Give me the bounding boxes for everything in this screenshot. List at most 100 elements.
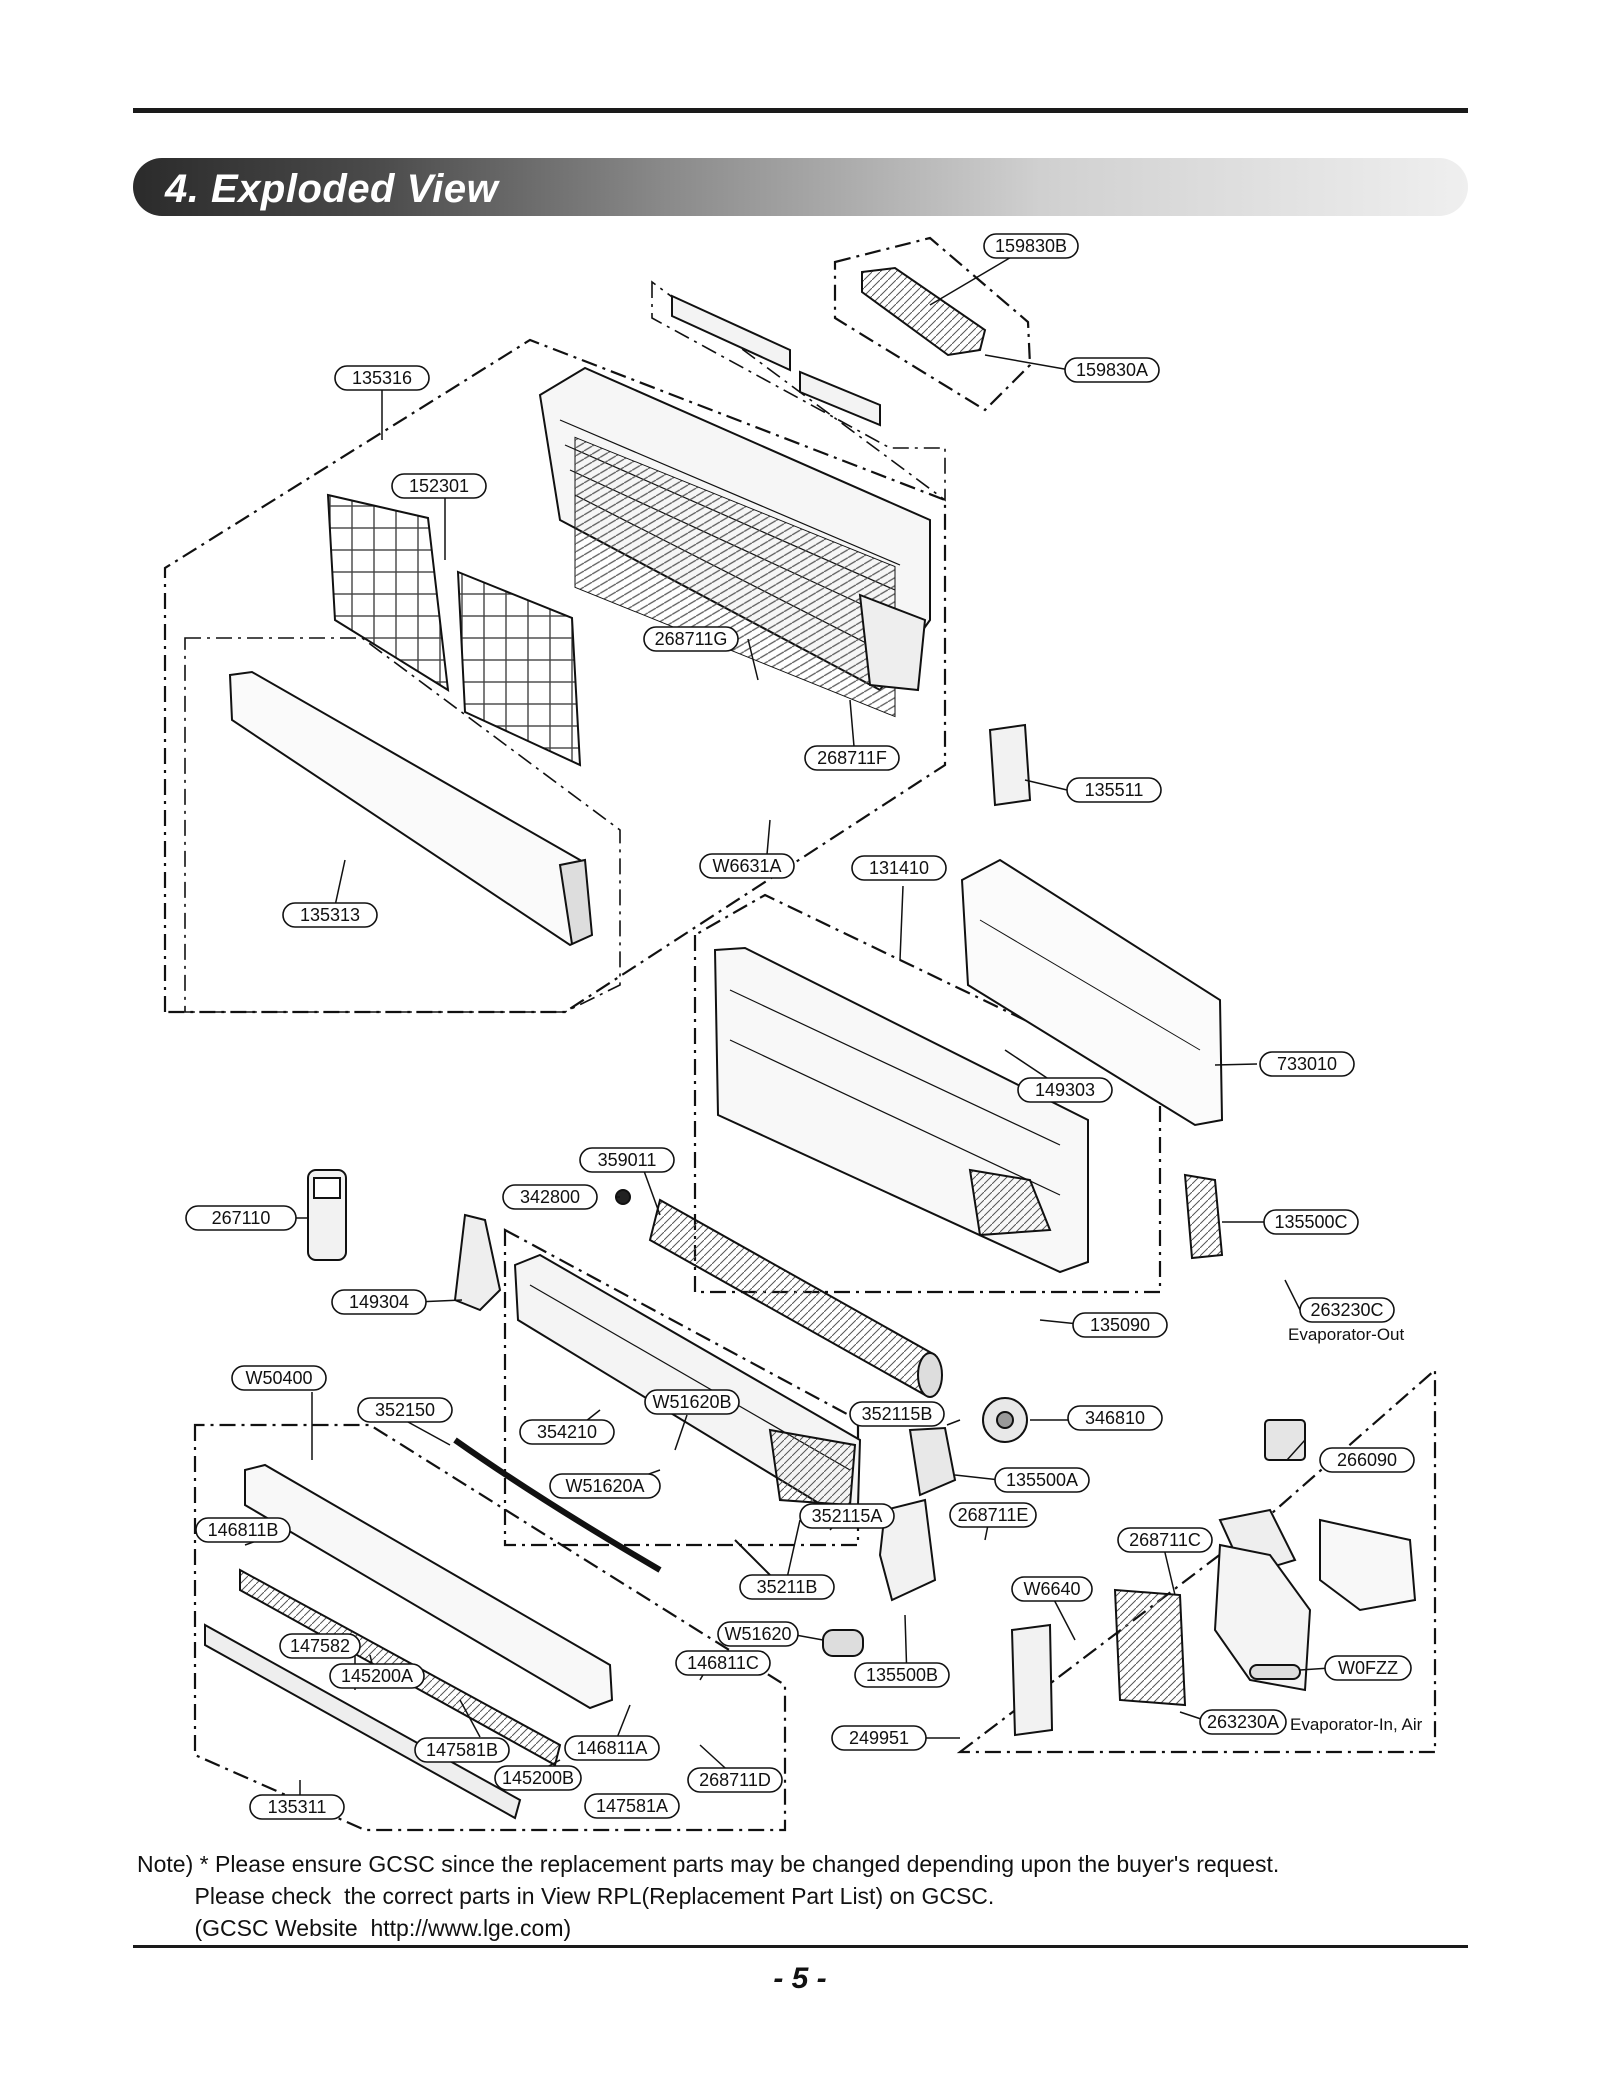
remote-controller-part: [307, 1169, 347, 1261]
callout-135316: 135316: [334, 365, 430, 391]
part-label: 266090: [1337, 1450, 1397, 1470]
page-number: - 5 -: [773, 1962, 827, 1995]
part-label: 268711C: [1129, 1530, 1201, 1550]
callout-263230C: 263230C: [1299, 1297, 1395, 1323]
callout-352115B: 352115B: [849, 1401, 945, 1427]
part-label: 135090: [1090, 1315, 1150, 1335]
callout-135500C: 135500C: [1263, 1209, 1359, 1235]
part-label: W51620B: [652, 1392, 731, 1412]
evaporator-in-air-annotation: Evaporator-In, Air: [1290, 1715, 1423, 1734]
callout-268711D: 268711D: [687, 1767, 783, 1793]
part-label: 135311: [268, 1797, 327, 1817]
plasma-filter-part: [861, 266, 987, 357]
callout-135500B: 135500B: [854, 1662, 950, 1688]
part-label: 159830A: [1076, 360, 1148, 380]
callout-346810: 346810: [1067, 1405, 1163, 1431]
installation-plate-part: [960, 858, 1224, 1127]
part-label: W6631A: [712, 856, 781, 876]
callout-145200A: 145200A: [329, 1663, 425, 1689]
small-parts: [453, 723, 1224, 1657]
part-label: 159830B: [995, 236, 1067, 256]
part-label: 135511: [1085, 780, 1144, 800]
callout-146811C: 146811C: [675, 1650, 771, 1676]
part-label: W51620A: [565, 1476, 644, 1496]
part-label: 249951: [849, 1728, 909, 1748]
callout-159830B: 159830B: [983, 233, 1079, 259]
callout-135511: 135511: [1066, 777, 1162, 803]
callout-W6631A: W6631A: [699, 853, 795, 879]
part-label: 135313: [300, 905, 360, 925]
callout-W51620: W51620: [717, 1621, 799, 1647]
part-label: 268711G: [655, 629, 728, 649]
part-label: 145200A: [341, 1666, 413, 1686]
part-label: 342800: [520, 1187, 580, 1207]
top-rule: [133, 108, 1468, 113]
cross-flow-fan-part: [648, 1198, 943, 1398]
callout-268711G: 268711G: [643, 626, 739, 652]
callout-W0FZZ: W0FZZ: [1324, 1655, 1412, 1681]
front-panel-part: [228, 670, 594, 947]
part-label: 135316: [352, 368, 412, 388]
front-frame-part: [538, 366, 931, 718]
callout-147581A: 147581A: [584, 1793, 680, 1819]
callout-149303: 149303: [1017, 1077, 1113, 1103]
part-label: 152301: [409, 476, 469, 496]
part-label: 346810: [1085, 1408, 1145, 1428]
callout-342800: 342800: [502, 1184, 598, 1210]
note-block: Note) * Please ensure GCSC since the rep…: [137, 1848, 1279, 1944]
part-label: 268711D: [699, 1770, 771, 1790]
callout-146811B: 146811B: [195, 1517, 291, 1543]
part-label: 268711F: [817, 748, 887, 768]
callout-135313: 135313: [282, 902, 378, 928]
fan-motor-part: [982, 1397, 1028, 1443]
part-label: 359011: [598, 1150, 657, 1170]
part-label: 149304: [349, 1292, 409, 1312]
part-label: 146811B: [208, 1520, 279, 1540]
note-line-1: Note) * Please ensure GCSC since the rep…: [137, 1851, 1280, 1877]
callout-249951: 249951: [831, 1725, 927, 1751]
section-title: 4. Exploded View: [165, 167, 499, 211]
part-label: 147581B: [426, 1740, 498, 1760]
callout-W6640: W6640: [1011, 1576, 1093, 1602]
callout-268711C: 268711C: [1117, 1527, 1213, 1553]
callout-W51620A: W51620A: [549, 1473, 661, 1499]
part-label: 146811A: [577, 1738, 648, 1758]
callout-35211B: 35211B: [739, 1574, 835, 1600]
callout-147581B: 147581B: [414, 1737, 510, 1763]
part-label: W51620: [724, 1624, 791, 1644]
callout-354210: 354210: [519, 1419, 615, 1445]
section-title-bar: 4. Exploded View: [133, 158, 1468, 216]
part-label: 147582: [290, 1636, 350, 1656]
part-label: W50400: [245, 1368, 312, 1388]
part-label: 263230A: [1207, 1712, 1279, 1732]
callout-152301: 152301: [391, 473, 487, 499]
part-label: 145200B: [502, 1768, 574, 1788]
callout-268711F: 268711F: [804, 745, 900, 771]
deodorizing-filter-part: [671, 294, 881, 427]
bottom-rule: [133, 1945, 1468, 1948]
chassis-part: [713, 946, 1089, 1274]
parts-line-art: [204, 266, 1417, 1820]
callout-145200B: 145200B: [494, 1765, 582, 1791]
callout-149304: 149304: [331, 1289, 427, 1315]
callout-267110: 267110: [185, 1205, 297, 1231]
callout-135311: 135311: [249, 1794, 345, 1820]
part-label: 263230C: [1310, 1300, 1383, 1320]
part-label: 352115B: [862, 1404, 933, 1424]
callout-268711E: 268711E: [949, 1502, 1037, 1528]
part-label: 354210: [537, 1422, 597, 1442]
evaporator-part: [513, 1253, 862, 1512]
part-label: 135500C: [1274, 1212, 1347, 1232]
evaporator-out-annotation: Evaporator-Out: [1288, 1325, 1404, 1344]
part-label: 146811C: [687, 1653, 759, 1673]
part-label: 35211B: [757, 1577, 818, 1597]
part-label: W0FZZ: [1338, 1658, 1398, 1678]
part-label: 131410: [869, 858, 929, 878]
part-label: 352150: [375, 1400, 435, 1420]
part-label: 135500A: [1006, 1470, 1078, 1490]
callout-352115A: 352115A: [799, 1503, 895, 1529]
callout-W50400: W50400: [231, 1365, 327, 1391]
callout-352150: 352150: [357, 1397, 453, 1423]
part-label: 147581A: [596, 1796, 668, 1816]
